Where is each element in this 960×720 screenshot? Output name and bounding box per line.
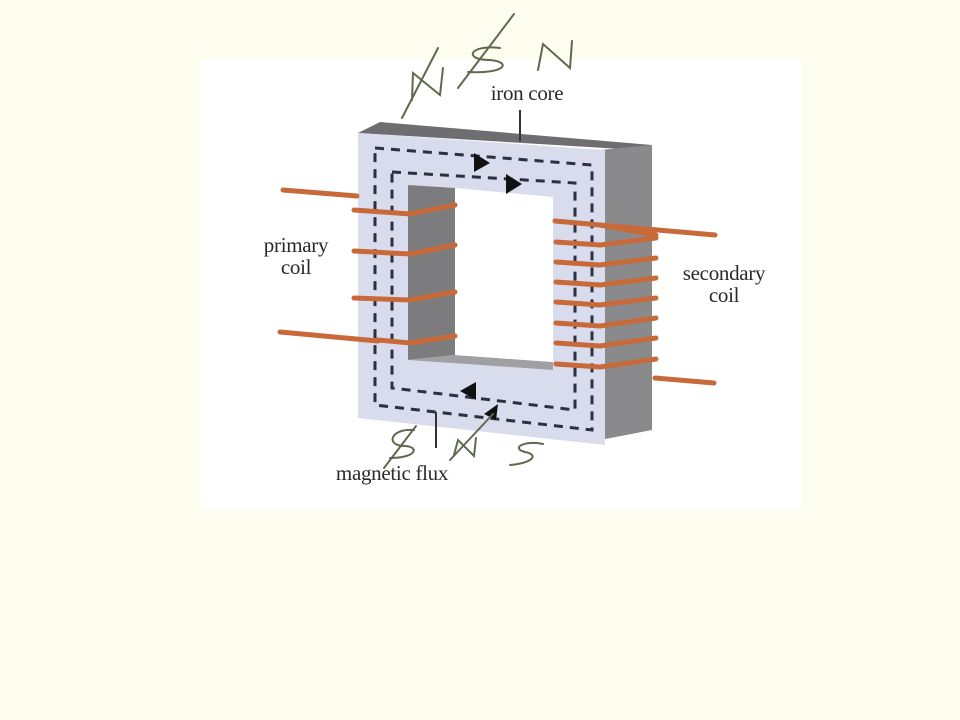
primary-coil-label: primary coil bbox=[246, 234, 346, 278]
window-inner-bottom bbox=[408, 355, 553, 370]
handwritten-s-crossed bbox=[467, 46, 504, 74]
window-inner-left bbox=[408, 185, 455, 360]
flux-arrow-top-inner bbox=[506, 174, 522, 194]
flux-loop-outer bbox=[373, 146, 594, 432]
iron-core-label: iron core bbox=[490, 81, 564, 105]
primary-lead-top bbox=[280, 187, 360, 199]
secondary-coil-label-line2: coil bbox=[708, 283, 740, 307]
secondary-lead-top bbox=[597, 222, 718, 238]
secondary-lead-bottom bbox=[652, 375, 717, 386]
secondary-coil-label-line1: secondary bbox=[682, 261, 766, 285]
core-right-side bbox=[600, 145, 652, 440]
primary-coil-label-line1: primary bbox=[263, 233, 329, 257]
secondary-coil-label: secondary coil bbox=[664, 262, 784, 306]
primary-lead-bottom bbox=[277, 329, 381, 344]
core-top-face bbox=[358, 122, 652, 150]
magnetic-flux-label: magnetic flux bbox=[335, 461, 449, 485]
flux-arrow-bottom-inner bbox=[460, 382, 476, 400]
handwritten-n-crossed-bottom bbox=[453, 437, 477, 459]
handwritten-n-crossed bbox=[411, 67, 444, 101]
flux-arrow-top-outer bbox=[474, 153, 490, 172]
flux-arrow-bottom-outer bbox=[484, 404, 498, 420]
core-front-face bbox=[358, 133, 605, 445]
handwriting-top bbox=[401, 13, 573, 119]
window-opening bbox=[455, 188, 553, 362]
handwritten-s-crossed-bottom bbox=[389, 428, 415, 459]
primary-coil bbox=[351, 202, 458, 346]
handwritten-n bbox=[537, 40, 573, 71]
primary-coil-label-line2: coil bbox=[280, 255, 312, 279]
handwritten-s-bottom bbox=[509, 442, 544, 466]
handwriting-bottom bbox=[383, 413, 544, 469]
